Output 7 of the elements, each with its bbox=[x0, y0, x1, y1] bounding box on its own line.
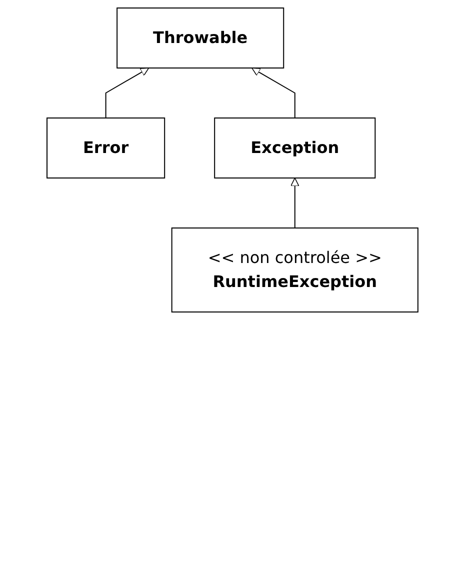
arrow bbox=[105, 68, 150, 118]
node-box: Exception bbox=[214, 118, 376, 178]
node-box: Throwable bbox=[116, 8, 284, 68]
arrow bbox=[252, 68, 296, 118]
node-box: Error bbox=[46, 118, 166, 178]
node-box: << non controlée >> RuntimeException bbox=[171, 228, 418, 312]
arrow bbox=[290, 178, 300, 228]
